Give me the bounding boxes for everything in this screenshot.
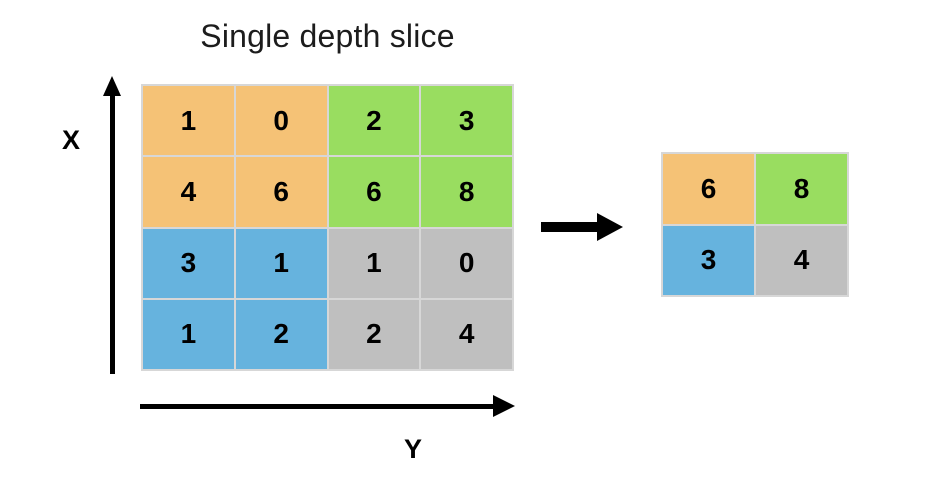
y-axis-label: Y: [404, 434, 423, 464]
input-cell: 3: [421, 86, 512, 156]
transform-arrow-head: [597, 213, 623, 241]
x-axis-line: [110, 93, 115, 374]
input-cell: 2: [328, 299, 420, 369]
input-cell: 2: [328, 86, 420, 156]
input-cell: 1: [235, 228, 327, 298]
page-title: Single depth slice: [200, 18, 455, 54]
input-cell: 1: [328, 228, 420, 298]
input-cell: 1: [143, 86, 234, 156]
input-cell: 3: [143, 228, 234, 298]
output-cell: 3: [663, 225, 754, 295]
output-pooled-grid: 6 8 3 4: [661, 152, 849, 297]
x-axis-arrowhead-icon: [103, 76, 121, 96]
x-axis-label: X: [62, 125, 81, 155]
input-feature-map-grid: 1 0 2 3 4 6 6 8 3 1 1 0 1 2 2 4: [141, 84, 514, 371]
input-cell: 6: [235, 157, 327, 227]
y-axis-arrowhead-icon: [493, 395, 515, 417]
output-cell: 4: [756, 225, 847, 295]
input-cell: 6: [328, 157, 420, 227]
input-cell: 1: [143, 299, 234, 369]
input-cell: 0: [421, 228, 512, 298]
input-cell: 4: [421, 299, 512, 369]
input-cell: 4: [143, 157, 234, 227]
output-cell: 8: [756, 154, 847, 224]
transform-arrow-shaft: [541, 222, 604, 232]
input-cell: 2: [235, 299, 327, 369]
output-cell: 6: [663, 154, 754, 224]
y-axis-line: [140, 404, 496, 409]
input-cell: 0: [235, 86, 327, 156]
input-cell: 8: [421, 157, 512, 227]
